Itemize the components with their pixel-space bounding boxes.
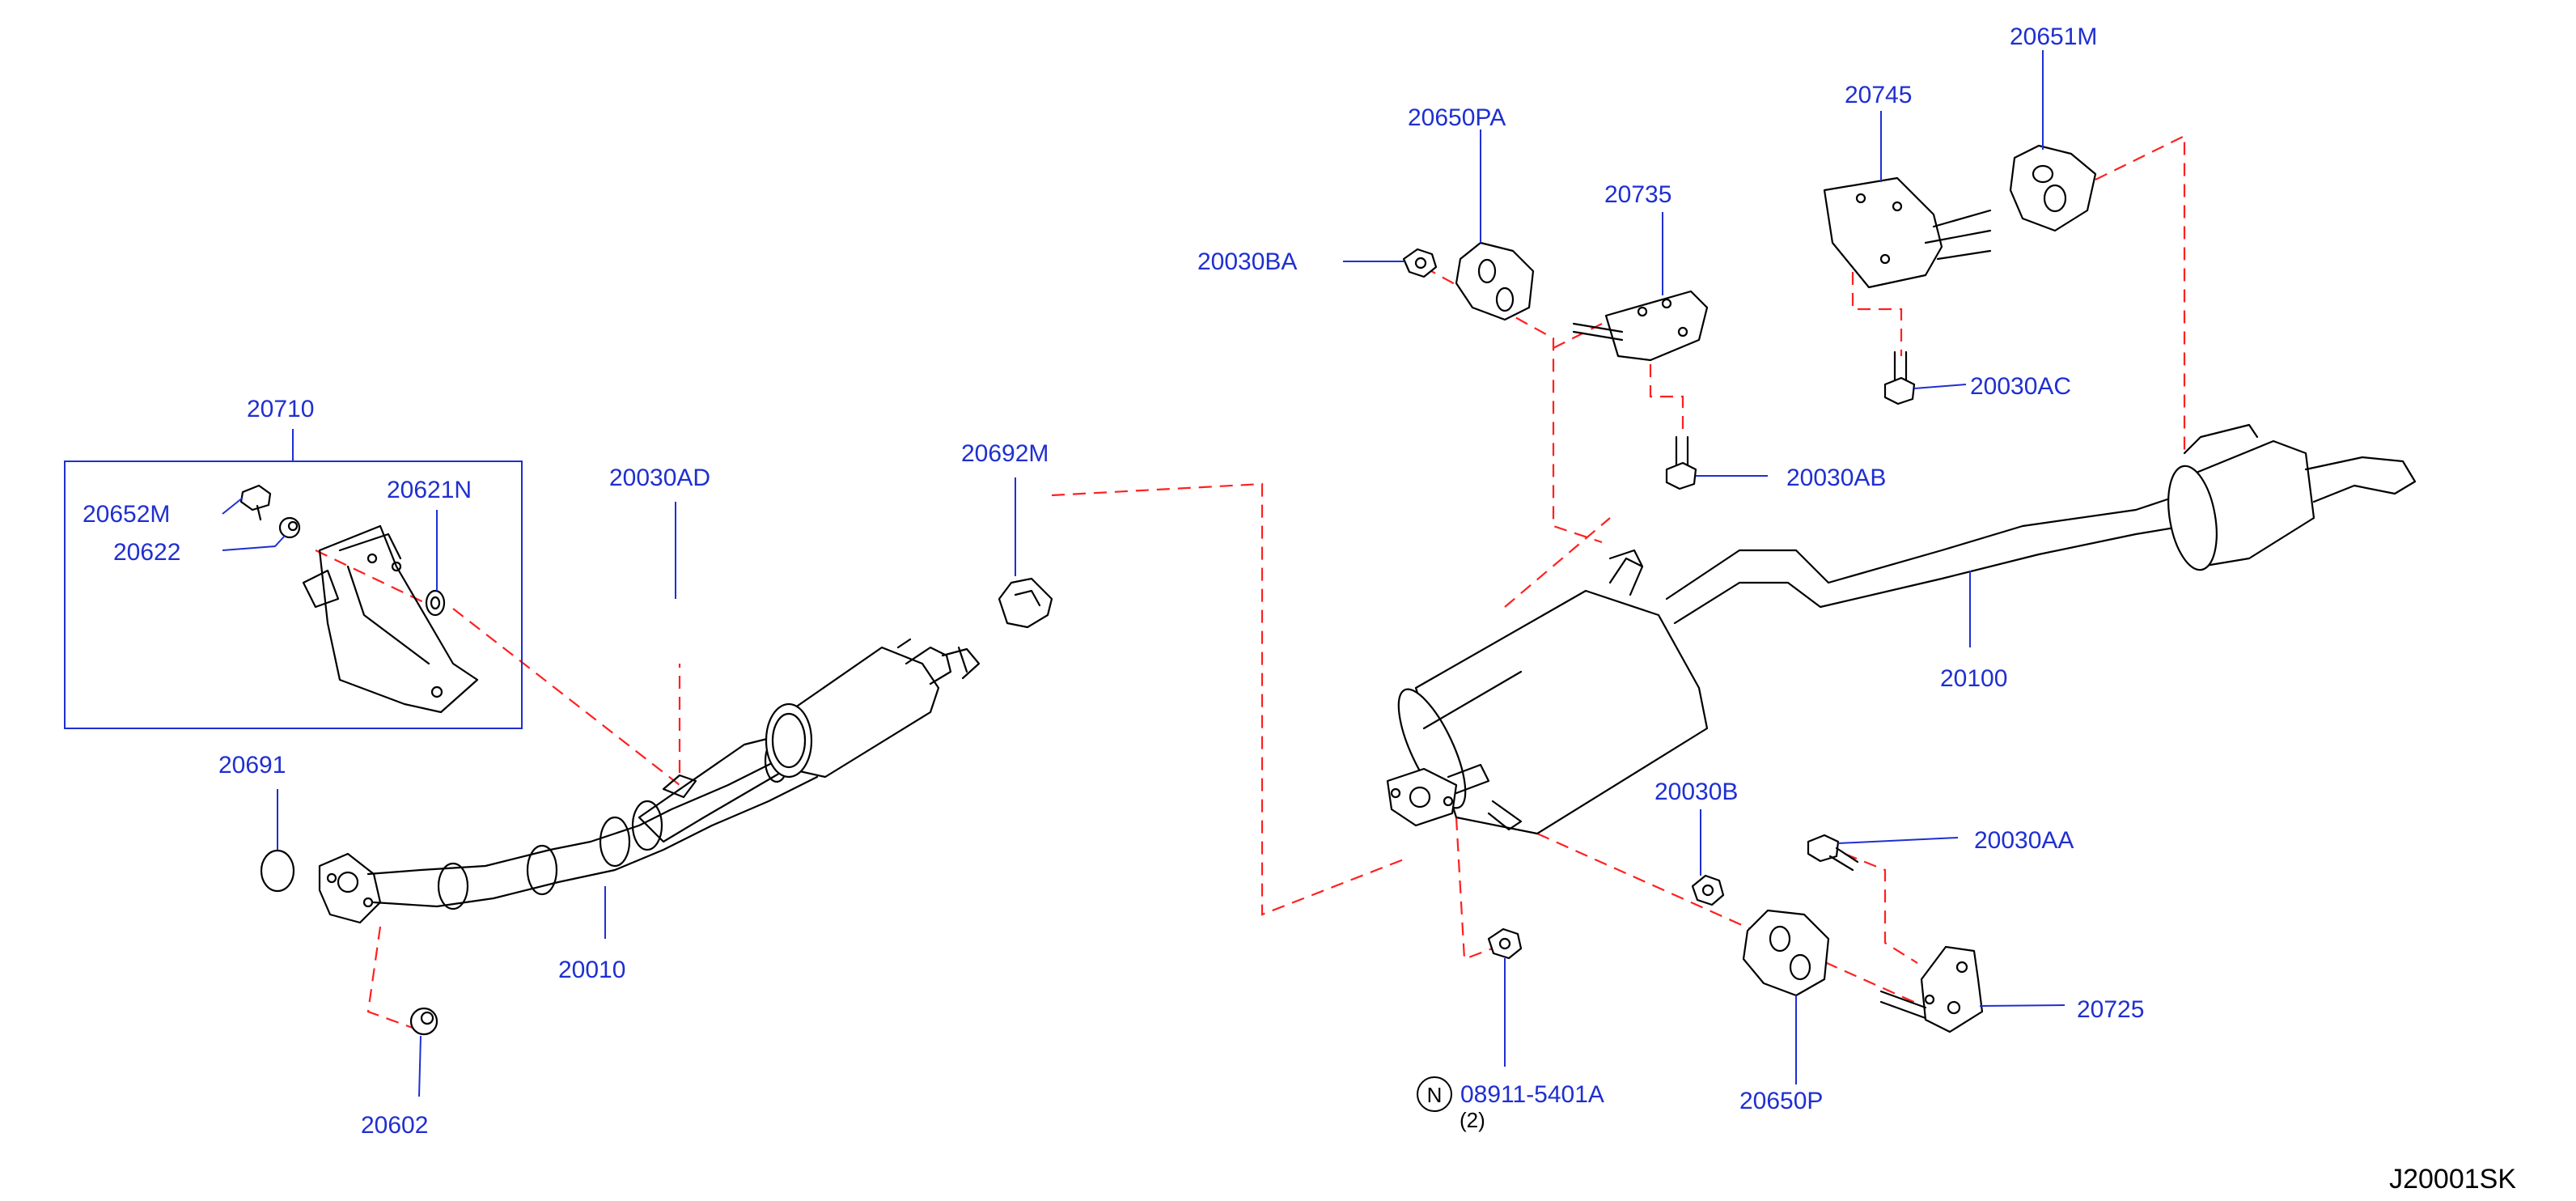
label-20710: 20710 bbox=[247, 396, 314, 422]
label-20030ad: 20030AD bbox=[609, 465, 710, 491]
nut-20030b bbox=[1691, 874, 1725, 906]
note-n-letter: N bbox=[1427, 1083, 1443, 1107]
label-20621n: 20621N bbox=[387, 477, 472, 503]
heat-shield-bracket bbox=[302, 524, 479, 714]
rubber-hanger-20650p bbox=[1742, 909, 1830, 997]
bolt-20030ab bbox=[1665, 435, 1697, 490]
label-20030ba: 20030BA bbox=[1197, 248, 1297, 275]
rear-tail-pipe bbox=[1608, 423, 2417, 625]
label-20010: 20010 bbox=[558, 957, 625, 983]
bracket-20725 bbox=[1879, 945, 1984, 1033]
label-20745: 20745 bbox=[1845, 82, 1912, 108]
label-20691: 20691 bbox=[218, 752, 286, 779]
label-08911-quantity: (2) bbox=[1460, 1108, 1485, 1132]
label-20030ab: 20030AB bbox=[1786, 465, 1886, 491]
label-20030ac: 20030AC bbox=[1970, 373, 2071, 400]
bracket-20735 bbox=[1572, 290, 1709, 362]
nut-20622 bbox=[278, 516, 301, 539]
label-20622: 20622 bbox=[113, 539, 180, 566]
label-20030b: 20030B bbox=[1654, 779, 1738, 805]
label-20030aa: 20030AA bbox=[1974, 827, 2074, 854]
center-muffler bbox=[1386, 557, 1709, 835]
label-20100: 20100 bbox=[1940, 665, 2007, 692]
bracket-group-box bbox=[64, 429, 523, 729]
label-20735: 20735 bbox=[1604, 181, 1671, 208]
washer-20621n bbox=[425, 589, 446, 617]
label-20650p: 20650P bbox=[1739, 1088, 1823, 1114]
bracket-20745 bbox=[1823, 176, 1992, 289]
label-08911-5401a: 08911-5401A bbox=[1460, 1081, 1604, 1108]
nut-20602 bbox=[409, 1007, 439, 1036]
drawing-code: J20001SK bbox=[2389, 1164, 2516, 1195]
leader-lines bbox=[222, 50, 2065, 1097]
label-20650pa: 20650PA bbox=[1408, 104, 1506, 131]
label-20651m: 20651M bbox=[2010, 23, 2097, 50]
label-20652m: 20652M bbox=[83, 501, 170, 528]
part-labels: 20710 20652M 20622 20621N 20030AD 20692M… bbox=[83, 23, 2144, 1139]
nut-08911-5401a bbox=[1487, 927, 1523, 960]
nut-20030ba bbox=[1402, 248, 1438, 278]
label-20725: 20725 bbox=[2077, 996, 2144, 1023]
label-20602: 20602 bbox=[361, 1112, 428, 1139]
rubber-hanger-20651m bbox=[2009, 144, 2097, 232]
bolt-20030aa bbox=[1807, 834, 1859, 872]
gasket-ring-20691 bbox=[260, 849, 295, 893]
rubber-hanger-20650pa bbox=[1455, 241, 1535, 321]
note-n-symbol: N bbox=[1417, 1076, 1452, 1112]
clamp-20692m bbox=[998, 577, 1053, 629]
bolt-20652m bbox=[239, 484, 272, 521]
front-exhaust-pipe bbox=[318, 638, 981, 924]
label-20692m: 20692M bbox=[961, 440, 1049, 467]
bolt-20030ac bbox=[1883, 350, 1916, 405]
